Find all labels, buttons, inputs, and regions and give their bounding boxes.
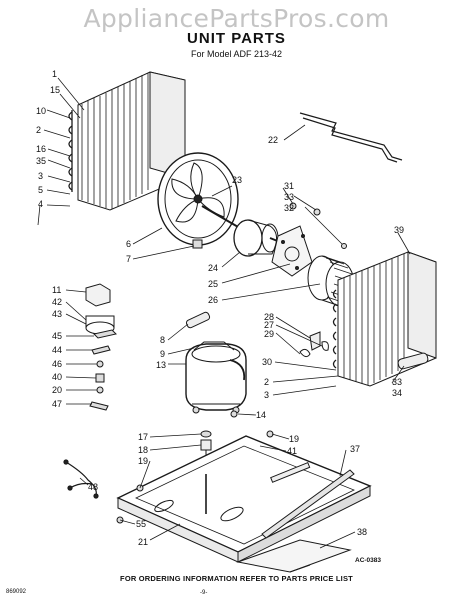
model-subtitle: For Model ADF 213-42 xyxy=(190,49,283,59)
callout-23: 23 xyxy=(232,175,242,185)
callout-39: 39 xyxy=(394,225,404,235)
callout-11: 11 xyxy=(52,285,61,295)
screw xyxy=(341,243,347,249)
screw xyxy=(313,208,321,216)
callout-5: 5 xyxy=(38,185,43,195)
watermark: AppliancePartsPros.com xyxy=(83,4,390,33)
callout-44: 44 xyxy=(52,345,62,355)
callout-25: 25 xyxy=(208,279,218,289)
callout-26: 26 xyxy=(208,295,218,305)
callout-7: 7 xyxy=(126,254,131,264)
rail-37 xyxy=(261,469,355,539)
document-code: 869092 xyxy=(6,589,27,595)
callout-32: 32 xyxy=(284,203,294,213)
callout-28: 28 xyxy=(264,312,274,322)
callout-10: 10 xyxy=(36,106,46,116)
part-29 xyxy=(299,348,311,358)
callout-16: 16 xyxy=(36,144,46,154)
callout-47: 47 xyxy=(52,399,62,409)
callout-22: 22 xyxy=(268,135,278,145)
callout-55: 55 xyxy=(136,519,146,529)
callout-3b: 3 xyxy=(264,390,269,400)
callout-29: 29 xyxy=(264,329,274,339)
compressor xyxy=(185,341,247,414)
callout-42: 42 xyxy=(52,297,62,307)
callout-6: 6 xyxy=(126,239,131,249)
diagram-code: AC-0383 xyxy=(355,557,382,564)
callout-8: 8 xyxy=(160,335,165,345)
callout-13: 13 xyxy=(156,360,166,370)
capacitor-group xyxy=(85,283,117,411)
callout-18: 18 xyxy=(138,445,148,455)
callout-17: 17 xyxy=(138,432,148,442)
callout-31: 31 xyxy=(284,181,294,191)
callout-33b: 33 xyxy=(392,377,402,387)
panel-38 xyxy=(236,539,352,573)
callout-19: 19 xyxy=(138,456,148,466)
ordering-footer: FOR ORDERING INFORMATION REFER TO PARTS … xyxy=(120,574,353,583)
page-title: UNIT PARTS xyxy=(187,30,286,47)
wire-harness xyxy=(63,459,99,499)
callout-15: 15 xyxy=(50,85,60,95)
callout-19b: 19 xyxy=(289,434,299,444)
condenser-coil-left xyxy=(68,71,186,211)
part-8 xyxy=(185,311,211,329)
part-28 xyxy=(309,331,321,351)
callout-34: 34 xyxy=(392,388,402,398)
callout-30: 30 xyxy=(262,357,272,367)
callout-38: 38 xyxy=(357,527,367,537)
callout-21: 21 xyxy=(138,537,148,547)
callout-1: 1 xyxy=(52,69,57,79)
screw-14 xyxy=(230,410,238,418)
fan-blade xyxy=(157,152,239,246)
callout-35: 35 xyxy=(36,156,46,166)
page-number: -9- xyxy=(200,590,208,596)
callout-2b: 2 xyxy=(264,377,269,387)
screw xyxy=(289,202,297,210)
callout-20: 20 xyxy=(52,385,62,395)
callout-43: 43 xyxy=(52,309,62,319)
callout-3: 3 xyxy=(38,171,43,181)
callout-48: 48 xyxy=(88,482,98,492)
callout-40: 40 xyxy=(52,372,62,382)
callout-24: 24 xyxy=(208,263,218,273)
callout-37: 37 xyxy=(350,444,360,454)
evaporator-coil-right xyxy=(332,251,437,387)
callout-41: 41 xyxy=(287,446,297,456)
callout-33: 33 xyxy=(284,192,294,202)
part-33-34 xyxy=(397,352,429,370)
base-pan xyxy=(116,430,372,563)
callout-45: 45 xyxy=(52,331,62,341)
tube-22 xyxy=(299,112,403,163)
callout-46: 46 xyxy=(52,359,62,369)
callout-9: 9 xyxy=(160,349,165,359)
callout-2: 2 xyxy=(36,125,41,135)
motor-mount xyxy=(271,225,313,277)
callout-14: 14 xyxy=(256,410,266,420)
part-27 xyxy=(321,341,329,351)
callout-27: 27 xyxy=(264,320,274,330)
fan-clip xyxy=(192,239,203,249)
callout-4: 4 xyxy=(38,199,43,209)
